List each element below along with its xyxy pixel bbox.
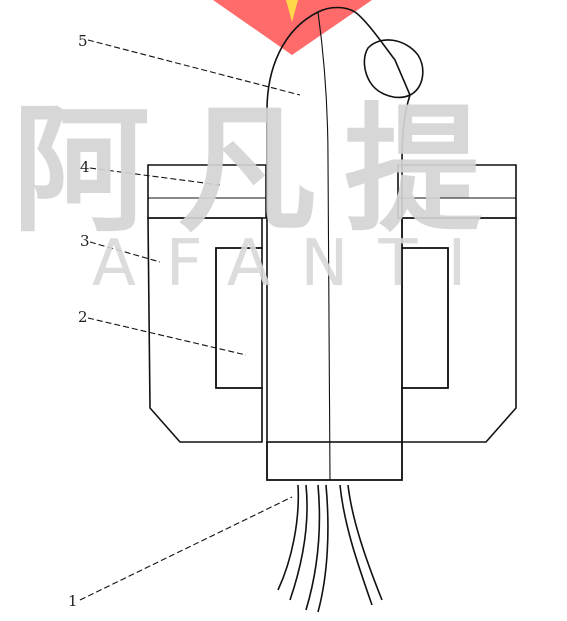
- bottom-block: [266, 441, 403, 481]
- watermark-chinese: 阿凡提: [12, 90, 510, 251]
- watermark-latin: AFANTI: [92, 227, 496, 301]
- center-bore: [261, 388, 403, 442]
- lead-wires: [277, 484, 383, 613]
- logo-icon: [213, 0, 372, 55]
- callout-4: 4: [80, 158, 90, 176]
- callout-2: 2: [78, 308, 88, 326]
- coil-left: [215, 247, 263, 389]
- callout-3: 3: [80, 232, 90, 250]
- callout-1: 1: [68, 592, 78, 610]
- leader-lines: [79, 39, 301, 601]
- callout-5: 5: [78, 32, 88, 50]
- plunger-core: [266, 6, 424, 481]
- top-plate: [147, 164, 517, 219]
